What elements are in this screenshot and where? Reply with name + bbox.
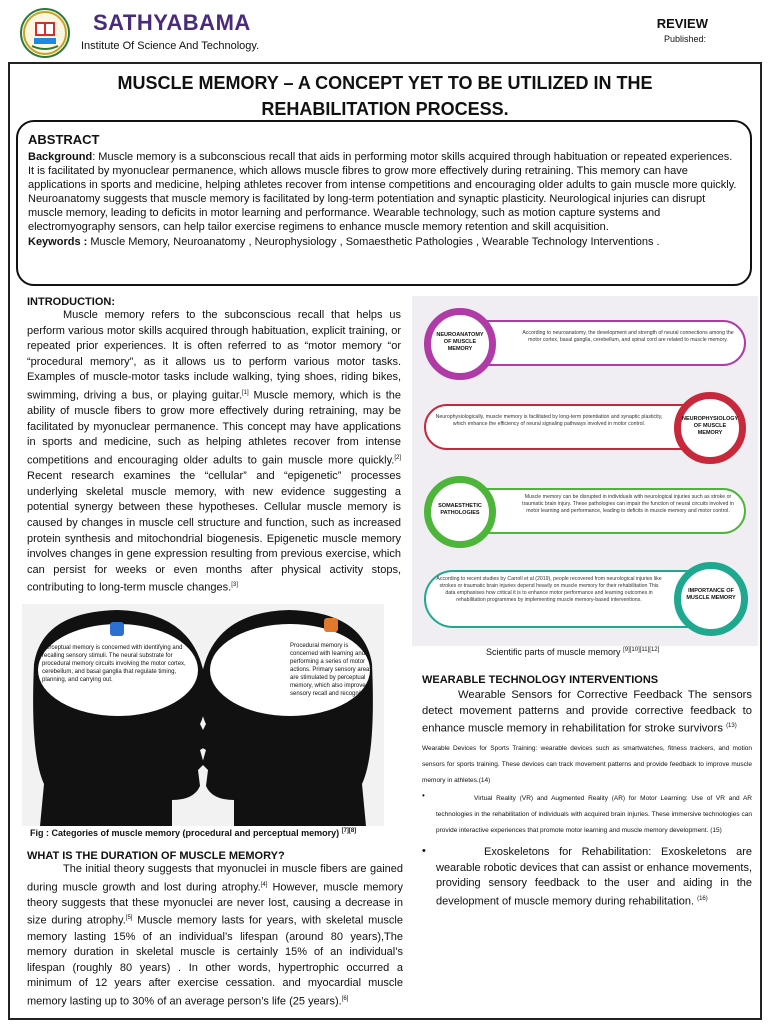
- brand-subtitle: Institute Of Science And Technology.: [81, 40, 260, 52]
- item-text: According to recent studies by Carroll e…: [436, 576, 662, 603]
- ref-5: [5]: [125, 915, 133, 922]
- published-label: Published:: [663, 34, 706, 44]
- figure-caption: Fig : Categories of muscle memory (proce…: [30, 828, 356, 838]
- intro-part-2: Muscle memory, which is the ability of m…: [27, 389, 401, 467]
- abstract-box: ABSTRACT Background: Muscle memory is a …: [16, 120, 752, 286]
- ref-16: (16): [697, 896, 708, 903]
- ref-4: [4]: [260, 881, 268, 888]
- background-text: : Muscle memory is a subconscious recall…: [28, 151, 737, 234]
- duration-section: WHAT IS THE DURATION OF MUSCLE MEMORY? T…: [27, 850, 403, 1010]
- title-line-1: MUSCLE MEMORY – A CONCEPT YET TO BE UTIL…: [117, 73, 653, 93]
- abstract-background: Background: Muscle memory is a subconsci…: [28, 150, 738, 235]
- page-header: SATHYABAMA Institute Of Science And Tech…: [0, 0, 768, 62]
- brain-icon: [110, 622, 124, 636]
- introduction-text: Muscle memory refers to the subconscious…: [27, 308, 401, 597]
- review-label: REVIEW: [656, 16, 708, 31]
- brand-name: SATHYABAMA: [93, 10, 251, 35]
- perceptual-memory-text: Perceptual memory is concerned with iden…: [42, 645, 186, 683]
- infographic-item-neuroanatomy: NEUROANATOMY OF MUSCLE MEMORY According …: [420, 304, 750, 382]
- item-text: Muscle memory can be disrupted in indivi…: [522, 494, 734, 514]
- title-line-2: REHABILITATION PROCESS.: [261, 99, 509, 119]
- brain-icon: [324, 618, 338, 632]
- caption-ref: [9][10][11][12]: [623, 647, 660, 653]
- duration-heading: WHAT IS THE DURATION OF MUSCLE MEMORY?: [27, 850, 285, 862]
- infographic-item-neurophysiology: NEUROPHYSIOLOGY OF MUSCLE MEMORY Neuroph…: [420, 388, 750, 466]
- introduction-heading: INTRODUCTION:: [27, 296, 115, 308]
- wearable-devices-text: Wearable Devices for Sports Training: we…: [422, 745, 752, 785]
- duration-part-1: The initial theory suggests that myonucl…: [27, 863, 403, 894]
- abstract-keywords: Keywords : Muscle Memory, Neuroanatomy ,…: [28, 235, 738, 249]
- exoskeleton-bullet: • Exoskeletons for Rehabilitation: Exosk…: [422, 845, 752, 910]
- bullet-dot: •: [422, 791, 425, 801]
- bullet-dot: •: [422, 845, 426, 858]
- wearable-sensors-text: Wearable Sensors for Corrective Feedback…: [422, 688, 752, 737]
- keywords-text: Muscle Memory, Neuroanatomy , Neurophysi…: [87, 235, 660, 248]
- scientific-parts-infographic: NEUROANATOMY OF MUSCLE MEMORY According …: [412, 296, 758, 646]
- left-thought-bubble: [38, 624, 198, 716]
- vr-ar-bullet: • Virtual Reality (VR) and Augmented Rea…: [422, 791, 752, 839]
- page-title: MUSCLE MEMORY – A CONCEPT YET TO BE UTIL…: [40, 70, 730, 122]
- procedural-memory-text: Procedural memory is concerned with lear…: [290, 643, 373, 697]
- item-label: SOMAESTHETIC PATHOLOGIES: [438, 503, 482, 516]
- wearable-part-1: Wearable Sensors for Corrective Feedback…: [422, 689, 752, 735]
- caption-text: Fig : Categories of muscle memory (proce…: [30, 828, 340, 838]
- university-logo: [20, 8, 70, 58]
- caption-text: Scientific parts of muscle memory: [486, 647, 621, 657]
- intro-part-1: Muscle memory refers to the subconscious…: [27, 309, 401, 402]
- duration-part-3: Muscle memory lasts for years, with skel…: [27, 915, 403, 1008]
- right-thought-bubble: [210, 624, 370, 716]
- ref-3: [3]: [231, 582, 238, 589]
- caption-ref: [7][8]: [341, 828, 357, 834]
- ref-1: [1]: [241, 389, 249, 396]
- memory-categories-figure: Perceptual memory is concerned with iden…: [22, 604, 384, 826]
- item-text: According to neuroanatomy, the developme…: [522, 330, 734, 343]
- exoskeleton-part: Exoskeletons for Rehabilitation: Exoskel…: [436, 846, 752, 908]
- abstract-heading: ABSTRACT: [28, 132, 100, 147]
- duration-text: The initial theory suggests that myonucl…: [27, 862, 403, 1010]
- vr-ar-text: Virtual Reality (VR) and Augmented Reali…: [436, 795, 752, 835]
- introduction-section: INTRODUCTION: Muscle memory refers to th…: [27, 296, 401, 597]
- exoskeleton-text: Exoskeletons for Rehabilitation: Exoskel…: [436, 845, 752, 910]
- item-text: Neurophysiologically, muscle memory is f…: [435, 414, 663, 427]
- duration-part-2: However, muscle memory theory suggests t…: [27, 881, 403, 928]
- keywords-label: Keywords :: [28, 235, 88, 248]
- wearable-heading: WEARABLE TECHNOLOGY INTERVENTIONS: [422, 674, 659, 686]
- ref-2: [2]: [394, 455, 401, 461]
- ref-6: [6]: [341, 996, 349, 1003]
- wearable-section: WEARABLE TECHNOLOGY INTERVENTIONS Wearab…: [422, 674, 752, 910]
- item-label: NEUROPHYSIOLOGY OF MUSCLE MEMORY: [682, 416, 739, 436]
- intro-part-3: Recent research examines the “cellular” …: [27, 470, 401, 595]
- background-label: Background: [28, 151, 93, 163]
- poster-frame: [8, 62, 762, 1020]
- item-label: IMPORTANCE OF MUSCLE MEMORY: [686, 588, 736, 601]
- infographic-caption: Scientific parts of muscle memory [9][10…: [486, 647, 659, 657]
- item-label: NEUROANATOMY OF MUSCLE MEMORY: [436, 332, 484, 352]
- infographic-item-importance: IMPORTANCE OF MUSCLE MEMORY According to…: [420, 558, 750, 640]
- ref-13: (13): [726, 723, 737, 729]
- infographic-item-somaesthetic: SOMAESTHETIC PATHOLOGIES Muscle memory c…: [420, 472, 750, 550]
